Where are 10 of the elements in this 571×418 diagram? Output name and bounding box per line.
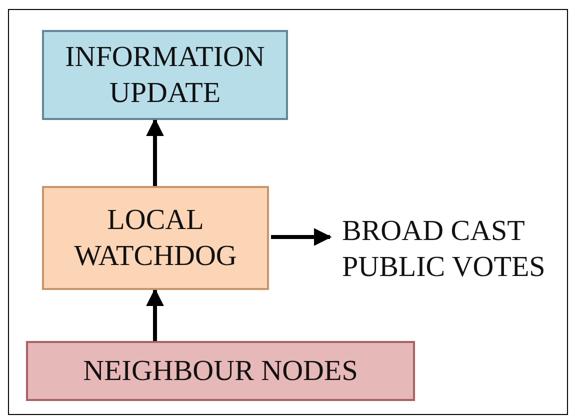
output-label: BROAD CAST PUBLIC VOTES [342, 214, 546, 285]
arrow [271, 228, 332, 246]
process-box [42, 186, 269, 290]
box-label: NEIGHBOUR NODES [83, 354, 358, 389]
box-label: INFORMATION UPDATE [64, 40, 266, 111]
arrow [146, 288, 164, 341]
arrow [146, 118, 164, 186]
process-box [42, 30, 288, 120]
process-box [26, 341, 415, 401]
box-label: LOCAL WATCHDOG [74, 202, 237, 274]
